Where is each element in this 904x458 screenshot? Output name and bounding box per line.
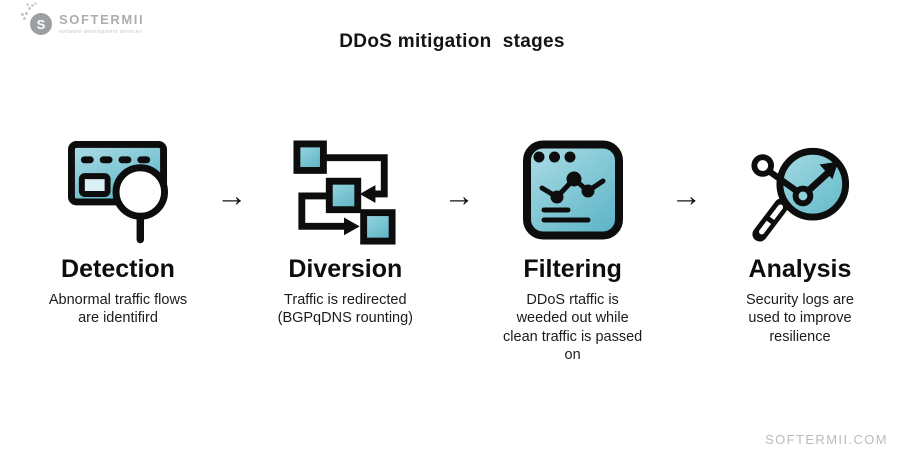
stage-name: Filtering <box>523 255 622 283</box>
stage-description: Abnormal traffic flows are identifird <box>48 291 188 327</box>
flow-redirect-icon <box>292 140 398 250</box>
stage-column-filtering: Filtering DDoS rtaffic is weeded out whi… <box>475 140 671 365</box>
logo-badge-icon: S <box>25 12 52 35</box>
stage-description: Security logs are used to improve resili… <box>745 291 854 345</box>
stage-name: Detection <box>61 255 175 283</box>
stage-column-detection: Detection Abnormal traffic flows are ide… <box>20 140 216 365</box>
window-chart-icon <box>522 140 624 250</box>
logo-name: SOFTERMII <box>59 12 145 27</box>
magnifier-trend-icon <box>745 140 855 250</box>
logo-text-block: SOFTERMII software development services <box>59 12 145 36</box>
stage-column-analysis: Analysis Security logs are used to impro… <box>702 140 898 365</box>
brand-logo: S SOFTERMII software development service… <box>25 12 145 36</box>
flow-arrow-icon: → <box>443 178 475 213</box>
logo-letter: S <box>36 16 46 32</box>
stage-column-diversion: Diversion Traffic is redirected (BGPqDNS… <box>247 140 443 365</box>
logo-tagline: software development services <box>59 29 143 36</box>
stage-description: Traffic is redirected (BGPqDNS rounting) <box>277 291 413 327</box>
stages-row: Detection Abnormal traffic flows are ide… <box>20 140 898 365</box>
page-title: DDoS mitigation stages <box>339 31 565 52</box>
stage-description: DDoS rtaffic is weeded out while clean t… <box>503 291 643 364</box>
flow-arrow-icon: → <box>670 178 702 213</box>
card-magnifier-icon <box>67 140 170 250</box>
footer-site-url: SOFTERMII.COM <box>765 432 888 447</box>
flow-arrow-icon: → <box>216 178 248 213</box>
stage-name: Diversion <box>288 255 403 283</box>
stage-name: Analysis <box>748 255 852 283</box>
